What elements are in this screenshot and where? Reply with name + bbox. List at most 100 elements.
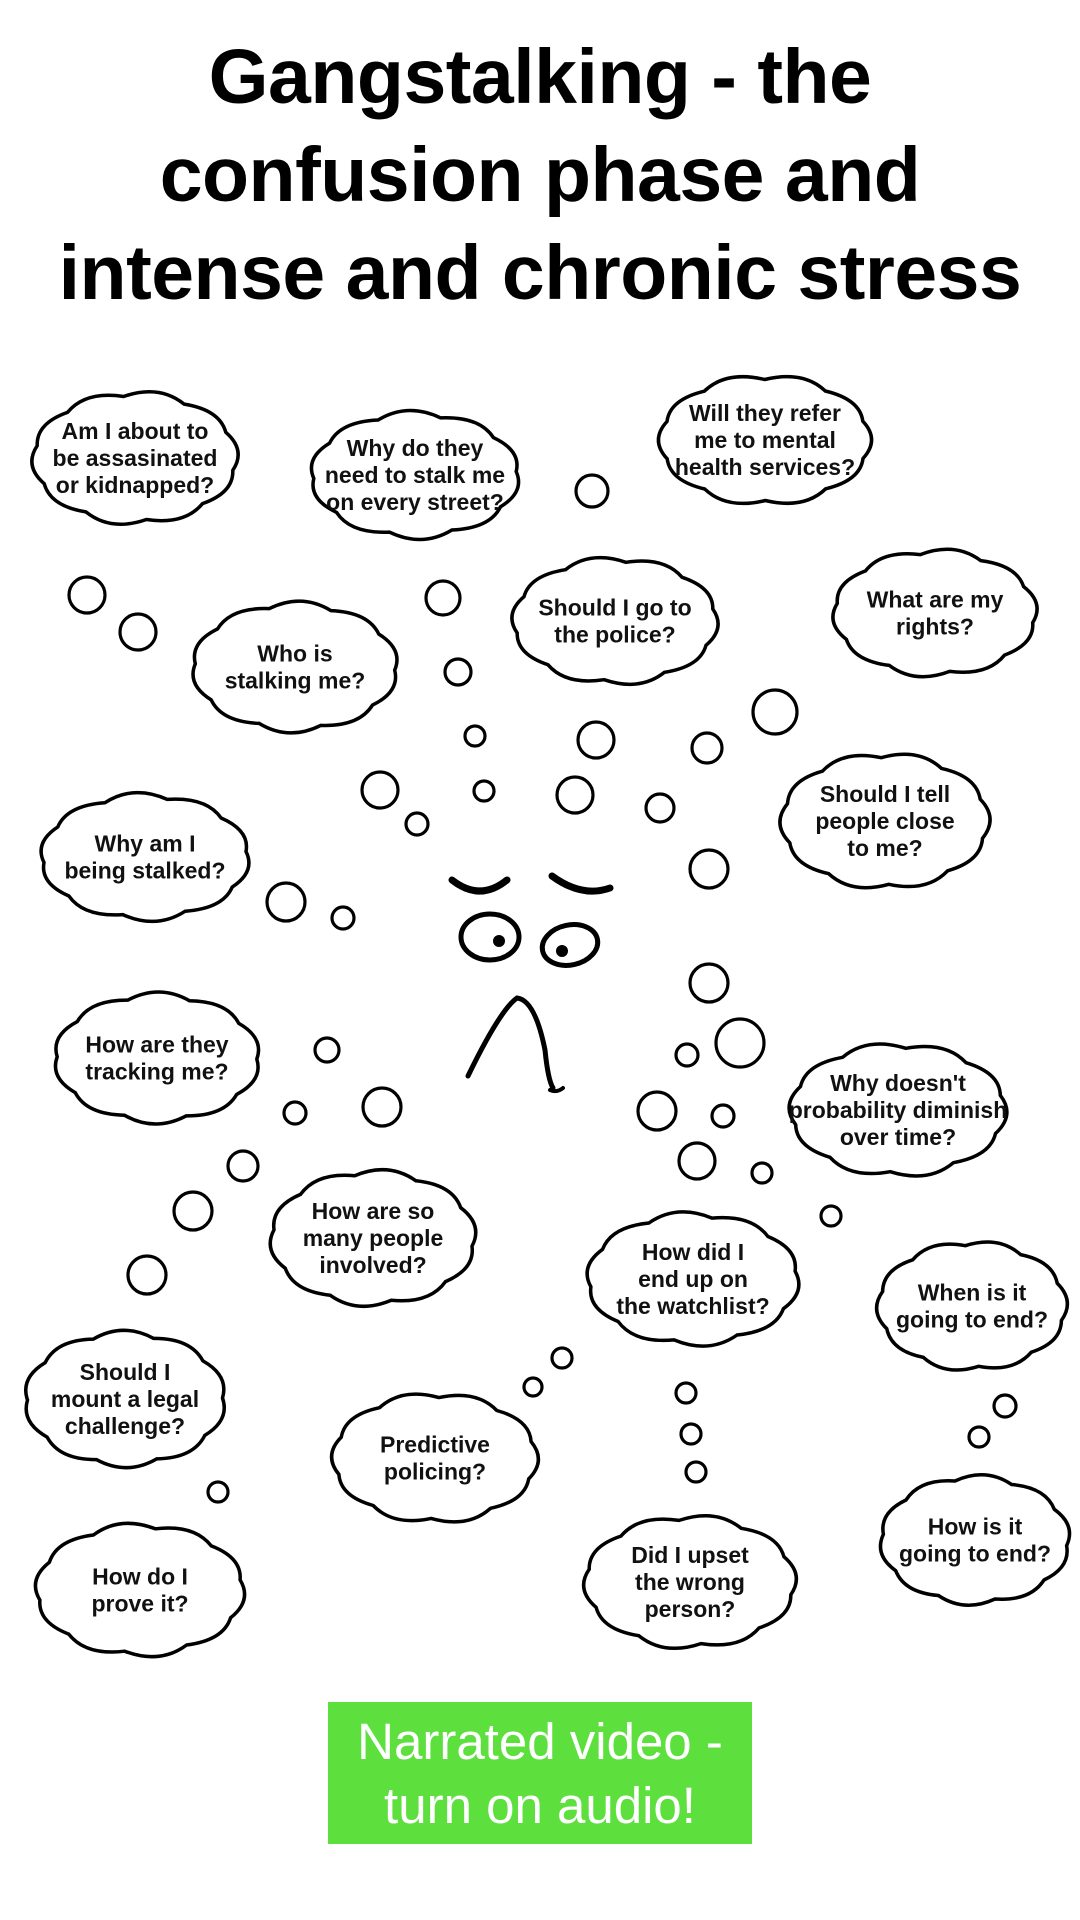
thought-text-line: end up on	[638, 1266, 748, 1292]
thought-text-line: people close	[815, 808, 954, 834]
thought-bubble-dot	[472, 779, 496, 803]
thought-text-line: me to mental	[694, 427, 836, 453]
thought-text-line: the watchlist?	[616, 1293, 769, 1319]
thought-text-line: prove it?	[91, 1591, 188, 1617]
thought-text-line: What are my	[867, 587, 1004, 613]
thought-text-line: over time?	[840, 1124, 956, 1150]
thought-bubble-dot	[126, 1254, 168, 1296]
thought-bubble-dot	[677, 1141, 717, 1181]
cloud-outline	[33, 1521, 247, 1659]
thought-bubble-dot	[710, 1103, 736, 1129]
cloud-outline	[510, 555, 720, 687]
cloud-outline	[191, 599, 399, 735]
thought-text-line: be assasinated	[53, 445, 218, 471]
thought-bubble-dot	[992, 1393, 1018, 1419]
thought-text-line: Why do they	[347, 435, 484, 461]
thought-bubble-dot	[282, 1100, 308, 1126]
thought-bubble-dot	[206, 1480, 230, 1504]
thought-bubble-dot	[360, 770, 400, 810]
left-eye	[458, 911, 522, 963]
banner-line: turn on audio!	[384, 1777, 696, 1834]
right-pupil	[556, 945, 568, 957]
thought-bubble-dot	[714, 1017, 766, 1069]
thought-bubble-dot	[679, 1422, 703, 1446]
thought-text-line: stalking me?	[225, 668, 366, 694]
thought-bubble-dot	[574, 473, 610, 509]
thought-text-line: How did I	[642, 1239, 744, 1265]
thought-text-line: Should I go to	[538, 595, 691, 621]
thought-text-line: or kidnapped?	[56, 472, 214, 498]
thought-text-line: Predictive	[380, 1432, 490, 1458]
thought-text-line: mount a legal	[51, 1386, 199, 1412]
thought-bubble-dot	[361, 1086, 403, 1128]
thought-text-line: being stalked?	[64, 858, 225, 884]
thought-bubble-dot	[463, 724, 487, 748]
thought-text-line: to me?	[847, 835, 922, 861]
thought-text-line: Will they refer	[689, 400, 841, 426]
thought-text-line: Why am I	[95, 831, 196, 857]
right-eyebrow	[548, 872, 614, 895]
right-eye	[539, 922, 601, 968]
cloud-outline	[787, 1042, 1009, 1178]
thought-bubble-dot	[576, 720, 616, 760]
cloud-outline	[30, 390, 240, 526]
banner-line: Narrated video -	[357, 1713, 723, 1770]
thought-bubble-dot	[67, 575, 107, 615]
thought-text-line: rights?	[896, 614, 974, 640]
thought-text-line: many people	[303, 1225, 444, 1251]
thought-text-line: going to end?	[899, 1541, 1051, 1567]
thought-text-line: How do I	[92, 1564, 188, 1590]
cloud-outline	[878, 1473, 1072, 1607]
thought-bubble-dot	[443, 657, 473, 687]
thought-text-line: probability diminish	[789, 1097, 1008, 1123]
frown-mouth	[465, 995, 556, 1091]
thought-text-line: How are so	[312, 1198, 435, 1224]
thought-text-line: Did I upset	[631, 1542, 749, 1568]
thought-bubble-dot	[555, 775, 595, 815]
thought-text-line: tracking me?	[85, 1059, 228, 1085]
thought-text-line: going to end?	[896, 1307, 1048, 1333]
thought-text-line: the wrong	[635, 1569, 745, 1595]
thought-text-line: on every street?	[326, 489, 504, 515]
cloud-outline	[268, 1167, 478, 1309]
thought-bubble-dot	[550, 1346, 574, 1370]
thought-text-line: involved?	[319, 1252, 426, 1278]
thought-bubble-dot	[226, 1149, 260, 1183]
thought-text-line: When is it	[918, 1280, 1027, 1306]
title-line: confusion phase and	[159, 132, 921, 218]
worried-face-icon	[448, 872, 614, 1094]
thought-bubble-dot	[330, 905, 356, 931]
cloud-outline	[656, 374, 874, 506]
thought-text-line: Should I	[80, 1359, 171, 1385]
thought-text-line: How is it	[928, 1514, 1023, 1540]
cloud-outline	[24, 1328, 226, 1470]
thought-bubble-dot	[313, 1036, 341, 1064]
thought-bubble-dot	[404, 811, 430, 837]
thought-bubble-dot	[751, 688, 799, 736]
thought-text-line: person?	[645, 1596, 736, 1622]
thought-text-line: Why doesn't	[830, 1070, 966, 1096]
cloud-outline	[309, 408, 521, 542]
thought-bubble-dot	[750, 1161, 774, 1185]
title-line: intense and chronic stress	[58, 230, 1022, 316]
thought-bubble-dot	[172, 1190, 214, 1232]
thought-text-line: challenge?	[65, 1413, 185, 1439]
thought-bubble-dot	[967, 1425, 991, 1449]
thought-bubble-dot	[690, 731, 724, 765]
thought-text-line: health services?	[675, 454, 855, 480]
cloud-outline	[581, 1514, 799, 1650]
cloud-outline	[831, 547, 1039, 679]
left-pupil	[493, 935, 505, 947]
